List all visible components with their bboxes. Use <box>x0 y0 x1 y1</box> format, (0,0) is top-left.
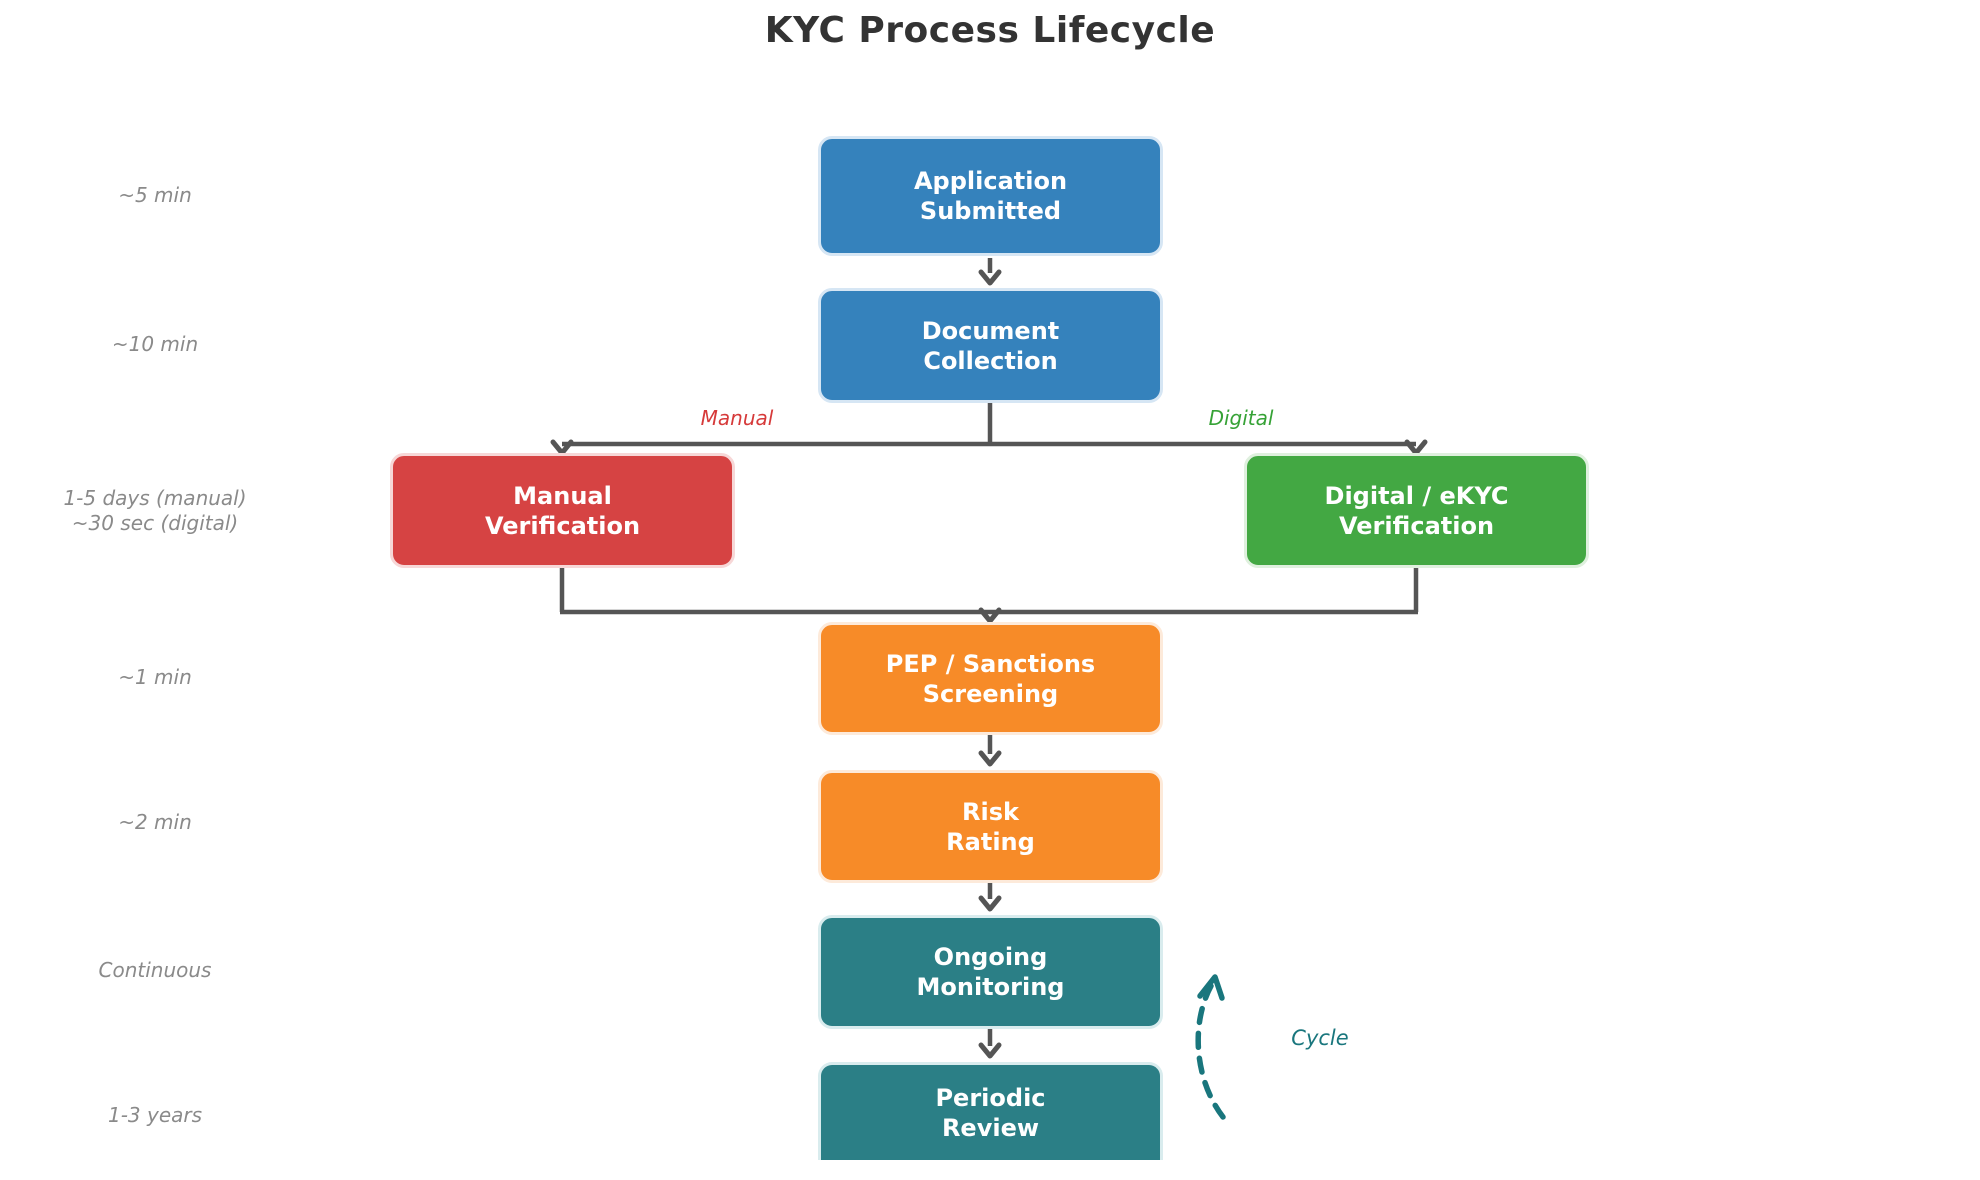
node-label-line: Review <box>941 1113 1040 1142</box>
side-label-line: ~2 min <box>118 810 192 834</box>
node-application-submitted: Application Submitted <box>818 136 1163 256</box>
node-label-line: Manual <box>513 481 612 510</box>
node-label-line: Verification <box>1338 511 1495 540</box>
node-label-line: Periodic <box>935 1083 1046 1112</box>
branch-label-digital: Digital <box>1208 406 1274 430</box>
cycle-label: Cycle <box>1291 1026 1349 1050</box>
side-label-screening-duration: ~1 min <box>5 665 305 690</box>
node-manual-verification: Manual Verification <box>390 453 735 568</box>
side-label-risk-duration: ~2 min <box>5 810 305 835</box>
side-label-review-duration: 1-3 years <box>5 1103 305 1128</box>
side-label-line: ~10 min <box>111 332 199 356</box>
side-label-monitoring-duration: Continuous <box>5 958 305 983</box>
node-label-line: Risk <box>962 797 1019 826</box>
side-label-document-duration: ~10 min <box>5 332 305 357</box>
node-document-collection: Document Collection <box>818 288 1163 403</box>
node-pep-sanctions-screening: PEP / Sanctions Screening <box>818 622 1163 735</box>
node-label-line: Submitted <box>919 197 1062 225</box>
node-label-line: Monitoring <box>916 973 1065 1001</box>
cycle-arrow <box>1195 983 1226 1120</box>
side-label-line: ~5 min <box>118 183 192 207</box>
arrowhead-merge <box>978 607 1002 624</box>
side-label-line: ~1 min <box>118 665 192 689</box>
arrowhead-pep-to-risk <box>978 750 1002 767</box>
arrowhead-app-to-doc <box>978 269 1002 286</box>
node-label-line: Verification <box>484 511 641 540</box>
node-label-line: Application <box>913 167 1068 195</box>
node-ongoing-monitoring: Ongoing Monitoring <box>818 915 1163 1029</box>
side-label-line: 1-5 days (manual) <box>63 486 247 510</box>
node-label-line: Document <box>921 316 1060 345</box>
node-label-line: Collection <box>923 346 1058 375</box>
side-label-line: ~30 sec (digital) <box>71 511 239 535</box>
node-label-line: Rating <box>946 827 1035 856</box>
arrowhead-ongoing-to-periodic <box>978 1042 1002 1059</box>
arrowhead-risk-to-ongoing <box>978 895 1002 912</box>
node-risk-rating: Risk Rating <box>818 770 1163 883</box>
node-label-line: PEP / Sanctions <box>885 649 1096 678</box>
side-label-line: Continuous <box>98 958 212 982</box>
branch-label-manual: Manual <box>700 406 774 430</box>
diagram-title: KYC Process Lifecycle <box>764 10 1216 51</box>
cycle-arrowhead <box>1197 974 1225 1001</box>
node-periodic-review: Periodic Review <box>818 1062 1163 1160</box>
node-label-line: Digital / eKYC <box>1324 481 1509 510</box>
side-label-verification-duration: 1-5 days (manual) ~30 sec (digital) <box>5 486 305 536</box>
side-label-application-duration: ~5 min <box>5 183 305 208</box>
node-label-line: Ongoing <box>933 943 1048 971</box>
side-label-line: 1-3 years <box>107 1103 203 1127</box>
node-label-line: Screening <box>922 679 1059 708</box>
node-digital-ekyc-verification: Digital / eKYC Verification <box>1244 453 1589 568</box>
